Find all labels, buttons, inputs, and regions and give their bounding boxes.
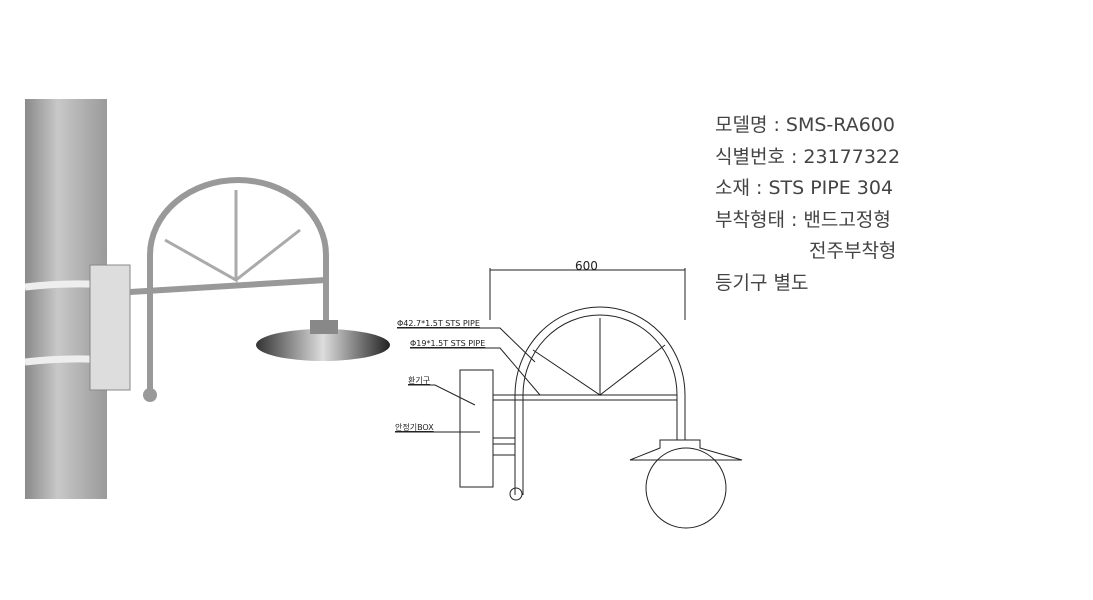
vent-label: 환기구 xyxy=(408,375,430,385)
pipe-sub-label: Φ19*1.5T STS PIPE xyxy=(410,339,485,348)
spec-material: 소재 : STS PIPE 304 xyxy=(715,177,894,199)
spec-model: 모델명 : SMS-RA600 xyxy=(715,114,895,136)
spec-mount-type: 부착형태 : 밴드고정형 xyxy=(715,208,891,231)
ballast-box xyxy=(89,264,131,391)
dimension-label: 600 xyxy=(575,259,598,273)
spec-id-number: 식별번호 : 23177322 xyxy=(715,145,901,168)
ballast-box-label: 안정기BOX xyxy=(395,422,434,432)
spec-list: 모델명 : SMS-RA600 식별번호 : 23177322 소재 : STS… xyxy=(715,110,900,299)
spec-lamp: 등기구 별도 xyxy=(715,271,809,294)
pipe-main-label: Φ42.7*1.5T STS PIPE xyxy=(397,319,480,328)
product-photo xyxy=(24,99,390,499)
lamp-shade xyxy=(256,329,390,361)
arm xyxy=(129,177,329,400)
spec-mount-type-2: 전주부착형 xyxy=(809,240,897,262)
